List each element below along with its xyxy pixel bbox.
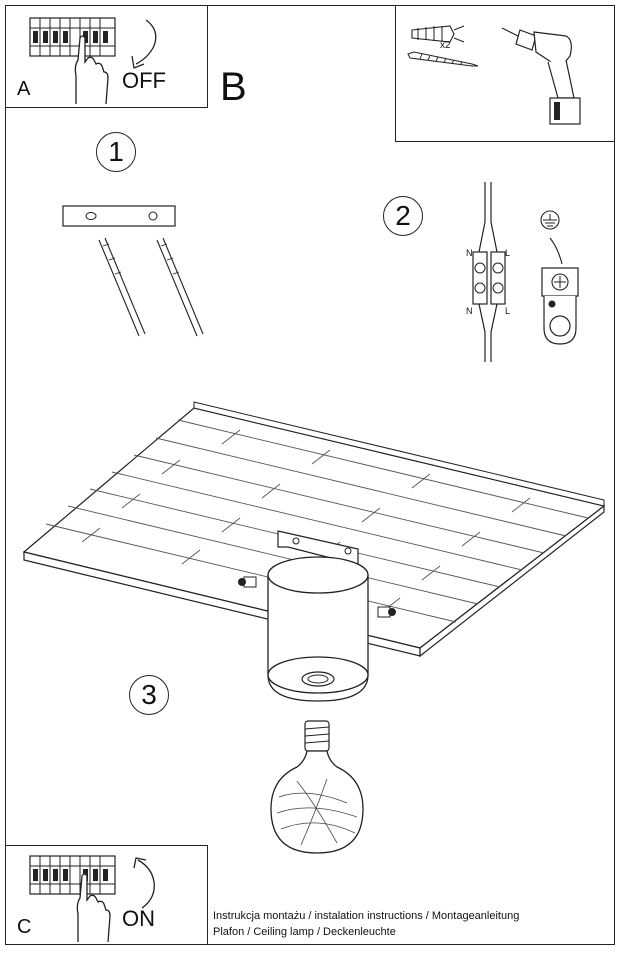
screw-left-icon [238,576,257,588]
step-2-number: 2 [383,196,423,236]
circuit-breaker-icon [29,17,116,105]
arrow-down-icon [131,19,157,69]
terminal-l-top: L [505,248,511,258]
arrow-up-icon [133,857,155,909]
lamp-body-drawing [238,530,396,702]
circuit-breaker-on-icon [29,855,116,943]
page-frame [5,5,615,945]
mounting-bracket-drawing [62,205,204,337]
tools-panel: x2 [395,5,615,142]
off-label: OFF [122,68,166,93]
terminal-l-bottom: L [505,306,511,316]
drill-icon [501,27,581,125]
section-b-letter: B [220,65,247,109]
step-1-number: 1 [96,132,136,172]
wall-plug-icon [411,25,465,43]
panel-c-letter: C [17,916,32,938]
hand-on-icon [76,873,111,943]
screw-icon [407,51,479,67]
screw-right-icon [377,606,396,618]
footer-caption-line1: Instrukcja montażu / instalation instruc… [213,910,520,922]
panel-a-letter: A [17,78,31,100]
panel-c-power-on: C ON [5,845,208,945]
ground-terminal-drawing [540,210,579,345]
terminal-n-top: N [466,248,473,258]
bulb-drawing [270,720,364,854]
panel-a-power-off: A OFF [5,5,208,108]
hand-icon [74,35,109,105]
terminal-block-drawing [472,182,506,362]
on-label: ON [122,906,155,931]
quantity-label: x2 [440,40,451,51]
footer-caption-line2: Plafon / Ceiling lamp / Deckenleuchte [213,926,396,938]
step-3-number: 3 [129,675,169,715]
terminal-n-bottom: N [466,306,473,316]
